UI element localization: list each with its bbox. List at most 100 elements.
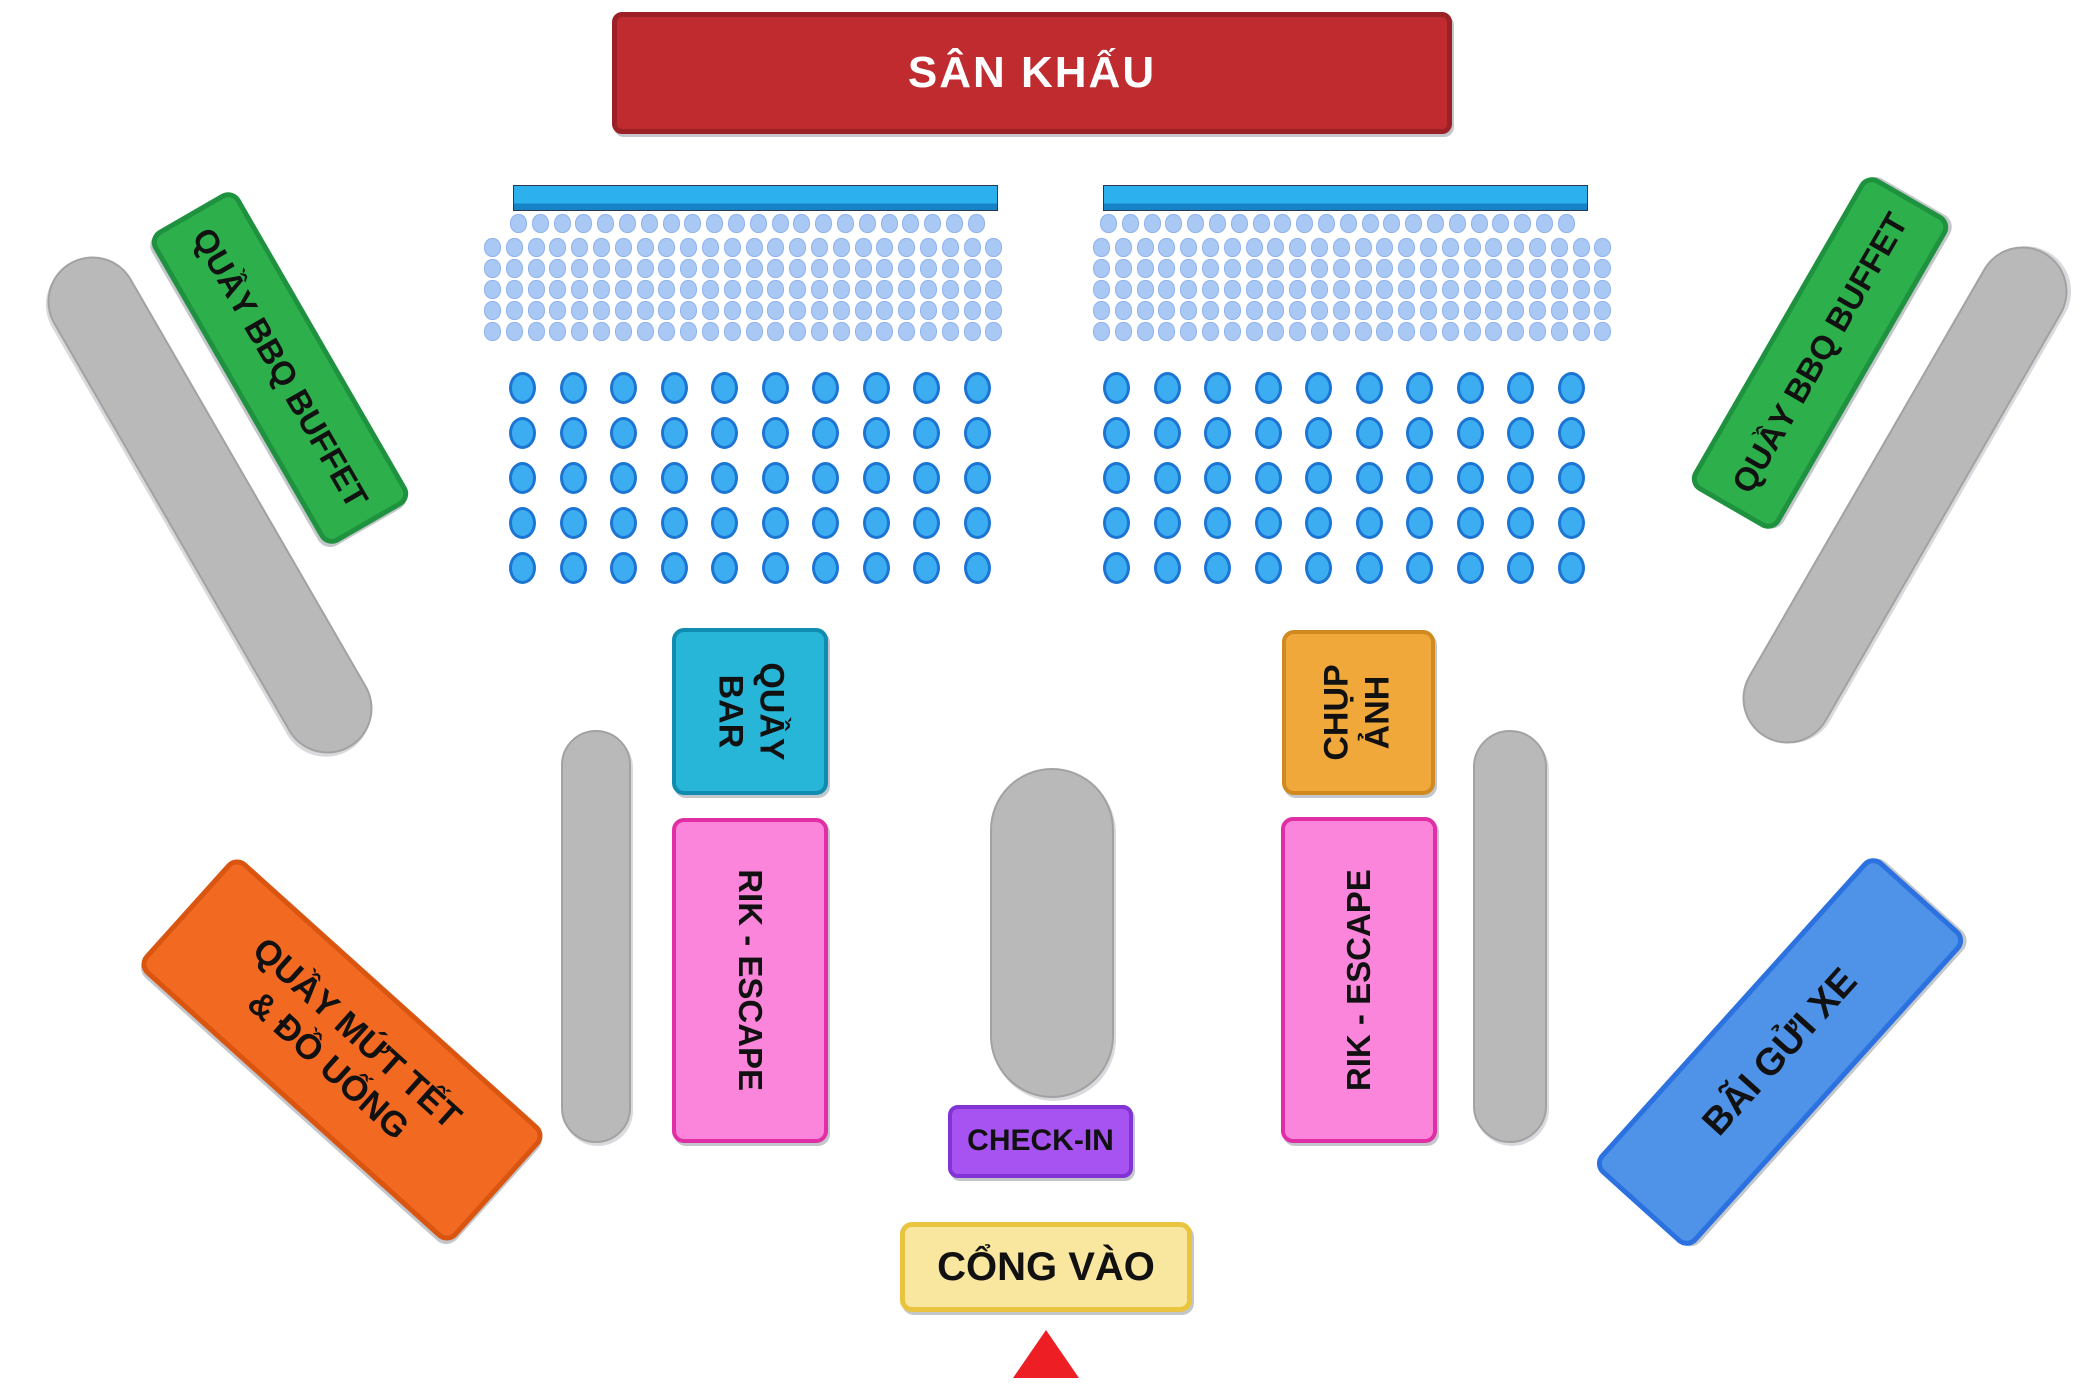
seat-dot-chair (1507, 372, 1534, 404)
seat-dot-standing (1180, 259, 1198, 278)
seat-dot-chair (1507, 552, 1534, 584)
seat-dot-standing (898, 301, 916, 320)
seat-dot-standing (1289, 322, 1307, 341)
seat-dot-chair (559, 372, 587, 404)
seat-dot-standing (876, 238, 894, 257)
seat-dot-chair (1204, 417, 1231, 449)
seat-dot-chair (1254, 552, 1282, 584)
seat-dot-standing (832, 259, 850, 278)
seat-dot-standing (749, 214, 767, 233)
seat-dot-standing (706, 214, 724, 233)
seat-dot-chair (610, 417, 637, 449)
seat-dot-standing (1223, 280, 1241, 299)
seat-dot-standing (1376, 322, 1394, 341)
seat-dot-chair (610, 507, 637, 539)
seat-dot-standing (549, 259, 567, 278)
seat-dot-standing (1529, 259, 1546, 278)
seat-dot-chair (1406, 372, 1433, 404)
seat-dot-standing (484, 238, 501, 257)
seat-dot-standing (549, 301, 567, 320)
seat-dot-standing (593, 280, 610, 299)
seat-dot-standing (1180, 280, 1198, 299)
seat-dot-standing (1209, 214, 1226, 233)
seat-dot-standing (854, 280, 872, 299)
seat-dot-standing (1202, 238, 1219, 257)
seat-dot-standing (1441, 301, 1459, 320)
seat-dot-standing (811, 322, 828, 341)
seat-dot-chair (1355, 462, 1383, 494)
seat-dot-standing (1158, 301, 1176, 320)
seat-dot-standing (1318, 214, 1335, 233)
seat-dot-standing (505, 280, 523, 299)
seat-dot-chair (761, 552, 789, 584)
seat-dot-standing (640, 214, 658, 233)
seat-dot-standing (505, 238, 523, 257)
seat-dot-standing (811, 301, 828, 320)
seat-dot-standing (527, 301, 545, 320)
seat-dot-chair (610, 462, 637, 494)
seat-dot-standing (1463, 322, 1481, 341)
seat-dot-standing (1572, 280, 1590, 299)
stage-label: SÂN KHẤU (907, 48, 1157, 98)
seat-dot-standing (745, 280, 763, 299)
seat-dot-standing (985, 280, 1003, 299)
seat-dot-chair (1153, 507, 1181, 539)
seat-dot-chair (1406, 462, 1433, 494)
seat-dot-standing (1354, 259, 1372, 278)
seat-dot-standing (1311, 238, 1328, 257)
seat-dot-standing (593, 259, 610, 278)
seat-dot-standing (723, 238, 741, 257)
seat-dot-standing (1557, 214, 1575, 233)
seat-dot-standing (1550, 259, 1568, 278)
check-in-booth: CHECK-IN (948, 1105, 1133, 1178)
seat-dot-chair (812, 552, 839, 584)
seat-dot-chair (1153, 417, 1181, 449)
seat-dot-standing (571, 238, 589, 257)
seat-dot-chair (660, 552, 688, 584)
seat-dot-standing (963, 322, 981, 341)
seat-dot-standing (531, 214, 549, 233)
seat-dot-chair (812, 417, 839, 449)
seat-dot-chair (1305, 372, 1332, 404)
seat-dot-standing (1463, 301, 1481, 320)
seat-dot-standing (1507, 259, 1525, 278)
seat-dot-standing (1507, 301, 1525, 320)
seat-dot-standing (1296, 214, 1314, 233)
seat-dot-standing (1202, 280, 1219, 299)
seat-dot-chair (862, 507, 890, 539)
seat-dot-standing (1485, 322, 1503, 341)
seat-dot-standing (789, 238, 807, 257)
seat-dot-standing (597, 214, 615, 233)
seat-dot-standing (1267, 238, 1285, 257)
seat-dot-standing (771, 214, 789, 233)
seat-dot-standing (723, 301, 741, 320)
seat-dot-standing (1441, 259, 1459, 278)
seat-dot-standing (728, 214, 745, 233)
seat-dot-chair (711, 372, 738, 404)
seat-dot-standing (854, 259, 872, 278)
check-in-label: CHECK-IN (967, 1124, 1114, 1158)
seat-dot-standing (1376, 259, 1394, 278)
bar-booth: QUẦY BAR (672, 628, 828, 795)
seat-dot-chair (509, 417, 536, 449)
seat-dot-standing (898, 280, 916, 299)
seat-dot-standing (1529, 322, 1546, 341)
seat-dot-standing (1202, 322, 1219, 341)
seat-dot-chair (812, 462, 839, 494)
seat-dot-standing (1202, 301, 1219, 320)
seat-dot-standing (767, 301, 785, 320)
front-table-bar (1103, 185, 1588, 211)
seat-dot-chair (1103, 462, 1130, 494)
seat-dot-standing (1245, 322, 1263, 341)
seat-dot-standing (920, 280, 937, 299)
seat-dot-standing (1267, 280, 1285, 299)
seat-dot-standing (1311, 280, 1328, 299)
rik-escape-booth-right: RIK - ESCAPE (1281, 817, 1437, 1143)
seat-dot-standing (1594, 238, 1612, 257)
seat-dot-standing (484, 280, 501, 299)
seat-dot-standing (837, 214, 854, 233)
seat-dot-standing (1093, 238, 1110, 257)
seat-dot-chair (660, 507, 688, 539)
seat-dot-chair (1204, 462, 1231, 494)
